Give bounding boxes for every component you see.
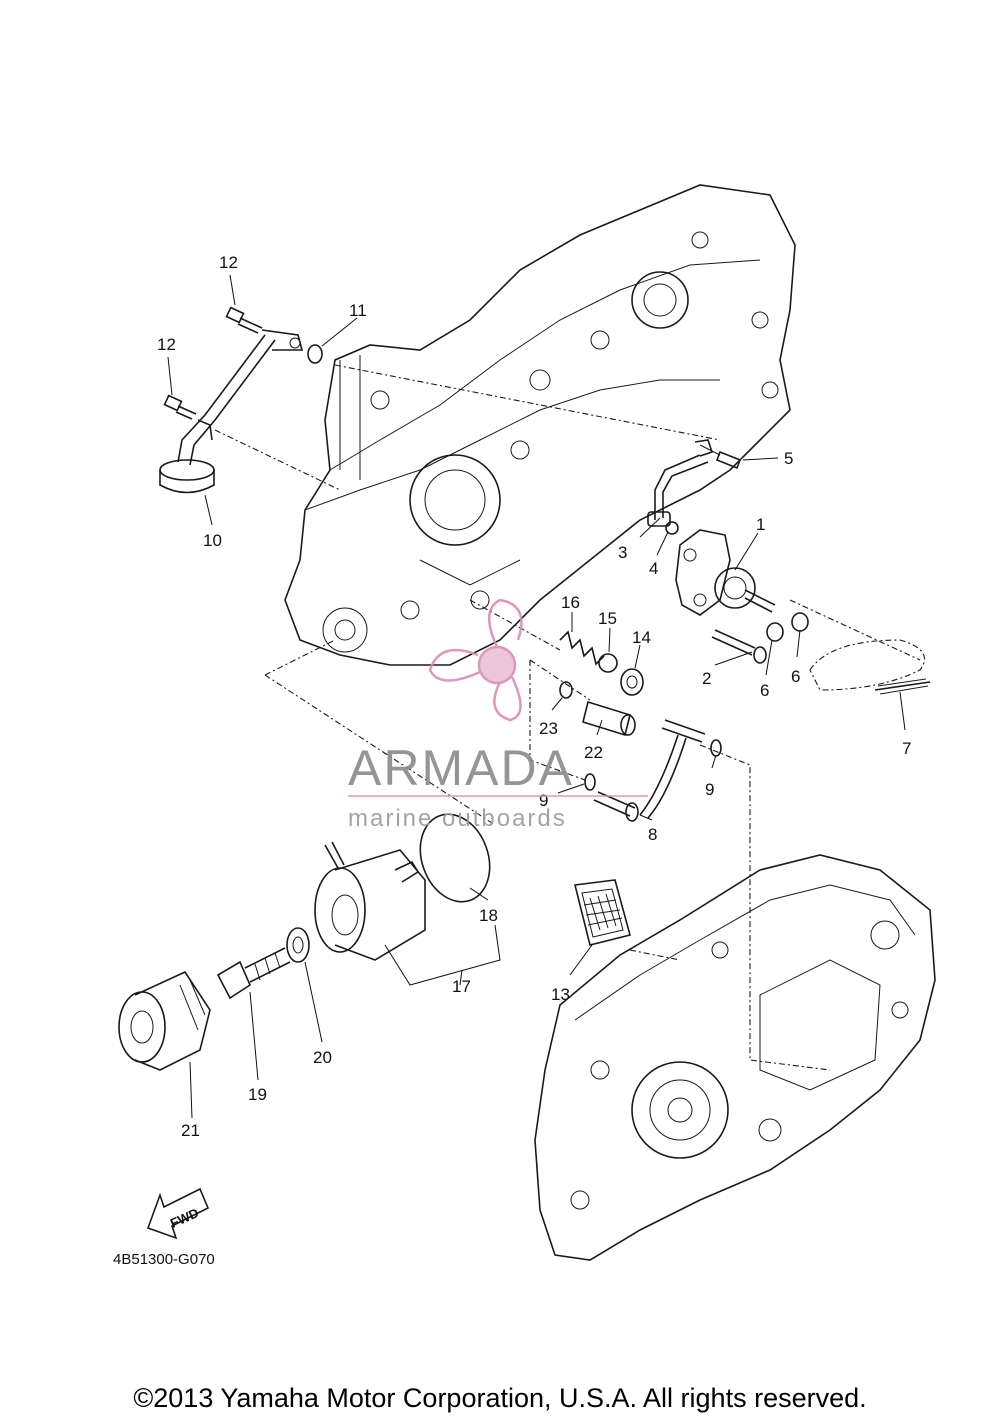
callout-19: 19 bbox=[248, 1085, 267, 1104]
callout-8: 8 bbox=[648, 825, 657, 844]
o-ring-11 bbox=[307, 344, 323, 364]
fwd-arrow-icon: FWD bbox=[146, 1187, 210, 1240]
callout-13: 13 bbox=[551, 985, 570, 1004]
callout-9a: 9 bbox=[539, 791, 548, 810]
callout-23: 23 bbox=[539, 719, 558, 738]
leader-lines bbox=[167, 274, 906, 1119]
oil-pump-1 bbox=[675, 529, 776, 616]
copyright-notice: ©2013 Yamaha Motor Corporation, U.S.A. A… bbox=[133, 1383, 866, 1413]
callout-5: 5 bbox=[784, 449, 793, 468]
callout-2: 2 bbox=[702, 669, 711, 688]
gasket-18 bbox=[419, 813, 491, 903]
bolt-12-upper bbox=[225, 306, 263, 334]
oil-filter-21 bbox=[118, 970, 211, 1071]
fwd-label: FWD bbox=[168, 1205, 201, 1231]
bolt-2 bbox=[711, 629, 767, 664]
screen-13 bbox=[574, 879, 631, 946]
callout-1: 1 bbox=[756, 515, 765, 534]
callout-14: 14 bbox=[632, 628, 651, 647]
callout-16: 16 bbox=[561, 593, 580, 612]
assembly-lines bbox=[214, 364, 921, 1071]
oil-cooler-17 bbox=[314, 841, 426, 961]
dowel-6a bbox=[766, 622, 784, 642]
callout-12a: 12 bbox=[219, 253, 238, 272]
spring-16 bbox=[559, 630, 605, 666]
callout-12b: 12 bbox=[157, 335, 176, 354]
oil-hose-8 bbox=[593, 719, 706, 822]
callout-6a: 6 bbox=[760, 681, 769, 700]
callout-17: 17 bbox=[452, 977, 471, 996]
callout-10: 10 bbox=[203, 531, 222, 550]
propeller-logo-icon bbox=[428, 598, 523, 722]
callout-9b: 9 bbox=[705, 780, 714, 799]
callout-15: 15 bbox=[598, 609, 617, 628]
callout-6b: 6 bbox=[791, 667, 800, 686]
valve-22 bbox=[582, 700, 636, 737]
armada-watermark: ARMADA marine outboards bbox=[348, 598, 648, 832]
callout-22: 22 bbox=[584, 743, 603, 762]
diagram-code: 4B51300-G070 bbox=[113, 1251, 215, 1268]
screen-7 bbox=[809, 639, 931, 695]
o-ring-23 bbox=[559, 681, 573, 699]
o-ring-9a bbox=[584, 773, 596, 791]
watermark-tagline: marine outboards bbox=[348, 805, 567, 832]
callout-11: 11 bbox=[349, 301, 367, 320]
bolt-5 bbox=[699, 444, 742, 470]
o-ring-4 bbox=[665, 521, 679, 535]
callout-labels: 1 2 3 4 5 6 6 7 8 9 9 10 11 12 12 13 14 … bbox=[157, 253, 911, 1140]
crankcase-upper bbox=[284, 184, 796, 666]
callout-21: 21 bbox=[181, 1121, 200, 1140]
oil-strainer-10 bbox=[159, 329, 304, 494]
oil-pipe-3 bbox=[647, 439, 714, 527]
bolt-12-lower bbox=[163, 394, 197, 420]
callout-18: 18 bbox=[479, 906, 498, 925]
union-bolt-19 bbox=[216, 947, 291, 1000]
seat-14 bbox=[620, 668, 644, 696]
ball-15 bbox=[598, 653, 618, 673]
dowel-6b bbox=[791, 612, 809, 632]
callout-7: 7 bbox=[902, 739, 911, 758]
washer-20 bbox=[286, 927, 310, 963]
watermark-brand: ARMADA bbox=[348, 740, 574, 796]
callout-20: 20 bbox=[313, 1048, 332, 1067]
callout-4: 4 bbox=[649, 559, 658, 578]
crankcase-cover-lower bbox=[534, 854, 936, 1261]
callout-3: 3 bbox=[618, 543, 627, 562]
o-ring-9b bbox=[710, 739, 722, 757]
